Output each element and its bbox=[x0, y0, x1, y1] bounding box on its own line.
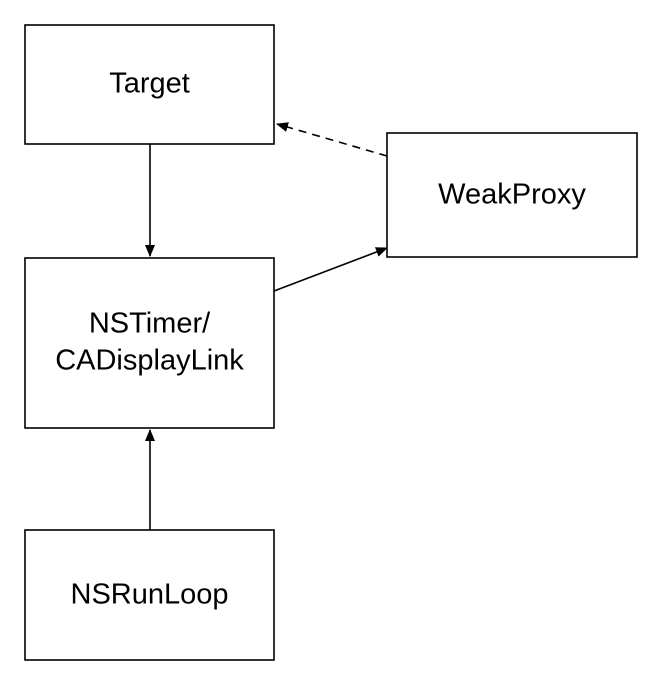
node-timer-label-line2: CADisplayLink bbox=[55, 345, 244, 377]
node-timer-box bbox=[24, 257, 275, 429]
node-target-label: Target bbox=[109, 68, 190, 100]
node-runloop: NSRunLoop bbox=[24, 529, 275, 661]
node-timer-label-line1: NSTimer/ bbox=[89, 308, 211, 340]
node-runloop-label: NSRunLoop bbox=[71, 579, 229, 611]
edge-weakproxy-to-target-dashed bbox=[276, 122, 388, 157]
node-weakproxy: WeakProxy bbox=[386, 132, 638, 258]
node-target-box bbox=[24, 24, 275, 145]
node-target: Target bbox=[24, 24, 275, 145]
node-weakproxy-label: WeakProxy bbox=[438, 179, 586, 211]
node-runloop-box bbox=[24, 529, 275, 661]
node-timer: NSTimer/ CADisplayLink bbox=[24, 257, 275, 429]
edge-timer-to-weakproxy bbox=[273, 247, 388, 292]
node-weakproxy-box bbox=[386, 132, 638, 258]
